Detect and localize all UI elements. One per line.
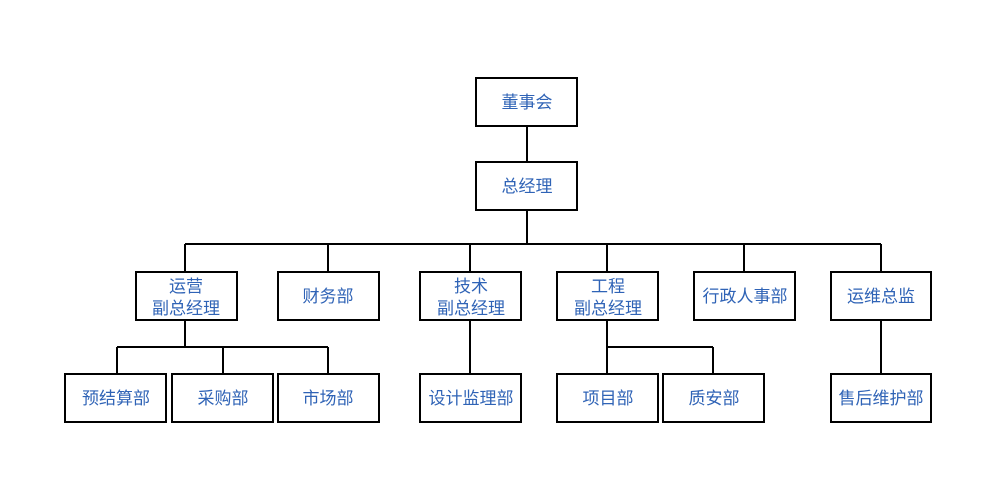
node-label: 财务部	[303, 287, 354, 307]
node-operations-vp: 运营 副总经理	[135, 271, 238, 321]
node-label-line1: 技术	[454, 277, 488, 297]
node-label: 运维总监	[847, 287, 915, 307]
node-purchasing-dept: 采购部	[171, 373, 274, 423]
node-general-manager: 总经理	[475, 161, 578, 211]
node-admin-hr-dept: 行政人事部	[693, 271, 796, 321]
node-label-line2: 副总经理	[574, 299, 642, 319]
node-label-line1: 工程	[591, 277, 625, 297]
node-label: 采购部	[198, 389, 249, 409]
node-label: 设计监理部	[429, 389, 514, 409]
node-label: 董事会	[502, 93, 553, 113]
node-label: 行政人事部	[703, 287, 788, 307]
connector-lines	[116, 126, 882, 374]
node-budget-settlement-dept: 预结算部	[64, 373, 167, 423]
node-label: 预结算部	[82, 389, 150, 409]
node-label: 售后维护部	[839, 389, 924, 409]
node-label-line1: 运营	[169, 277, 203, 297]
node-label: 质安部	[689, 389, 740, 409]
node-finance-dept: 财务部	[277, 271, 380, 321]
node-label: 市场部	[303, 389, 354, 409]
node-technical-vp: 技术 副总经理	[419, 271, 522, 321]
node-quality-safety-dept: 质安部	[662, 373, 765, 423]
node-label: 项目部	[583, 389, 634, 409]
node-design-supervision-dept: 设计监理部	[419, 373, 522, 423]
node-project-dept: 项目部	[556, 373, 659, 423]
node-engineering-vp: 工程 副总经理	[556, 271, 659, 321]
node-label: 总经理	[502, 177, 553, 197]
node-operations-director: 运维总监	[830, 271, 932, 321]
node-marketing-dept: 市场部	[277, 373, 380, 423]
node-label-line2: 副总经理	[152, 299, 220, 319]
node-after-sales-maintenance-dept: 售后维护部	[830, 373, 932, 423]
node-label-line2: 副总经理	[437, 299, 505, 319]
node-board: 董事会	[475, 77, 578, 127]
